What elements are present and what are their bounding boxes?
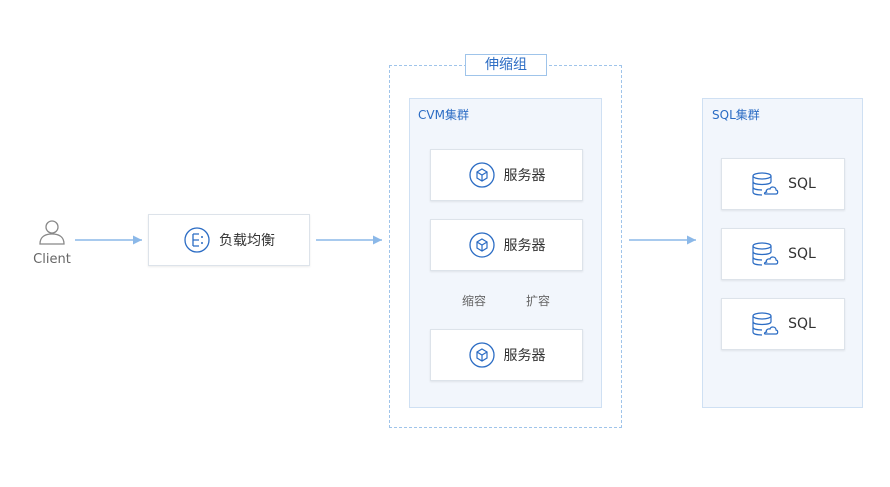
server-label-3: 服务器: [503, 348, 546, 364]
server-card-3[interactable]: 服务器: [430, 329, 583, 381]
client-label: Client: [33, 252, 71, 267]
sql-card-2[interactable]: SQL: [721, 228, 845, 280]
cloud-database-icon: [750, 310, 780, 338]
user-icon: [39, 220, 65, 245]
scale-out-label: 扩容: [526, 294, 551, 308]
server-cube-icon: [468, 161, 496, 189]
sql-label-3: SQL: [788, 316, 816, 332]
sql-label-1: SQL: [788, 176, 816, 192]
sql-cluster-title: SQL集群: [712, 108, 760, 122]
scale-in-label: 缩容: [462, 294, 487, 308]
load-balancer-label: 负载均衡: [219, 233, 275, 249]
server-label-1: 服务器: [503, 168, 546, 184]
load-balancer-card[interactable]: 负载均衡: [148, 214, 310, 266]
server-cube-icon: [468, 341, 496, 369]
server-cube-icon: [468, 231, 496, 259]
cloud-database-icon: [750, 170, 780, 198]
sql-card-3[interactable]: SQL: [721, 298, 845, 350]
cvm-cluster-title: CVM集群: [418, 108, 469, 122]
sql-card-1[interactable]: SQL: [721, 158, 845, 210]
sql-label-2: SQL: [788, 246, 816, 262]
client-node: Client: [22, 218, 82, 267]
server-card-1[interactable]: 服务器: [430, 149, 583, 201]
server-card-2[interactable]: 服务器: [430, 219, 583, 271]
load-balancer-icon: [183, 226, 211, 254]
server-label-2: 服务器: [503, 238, 546, 254]
scaling-group-title: 伸缩组: [465, 54, 547, 76]
cloud-database-icon: [750, 240, 780, 268]
